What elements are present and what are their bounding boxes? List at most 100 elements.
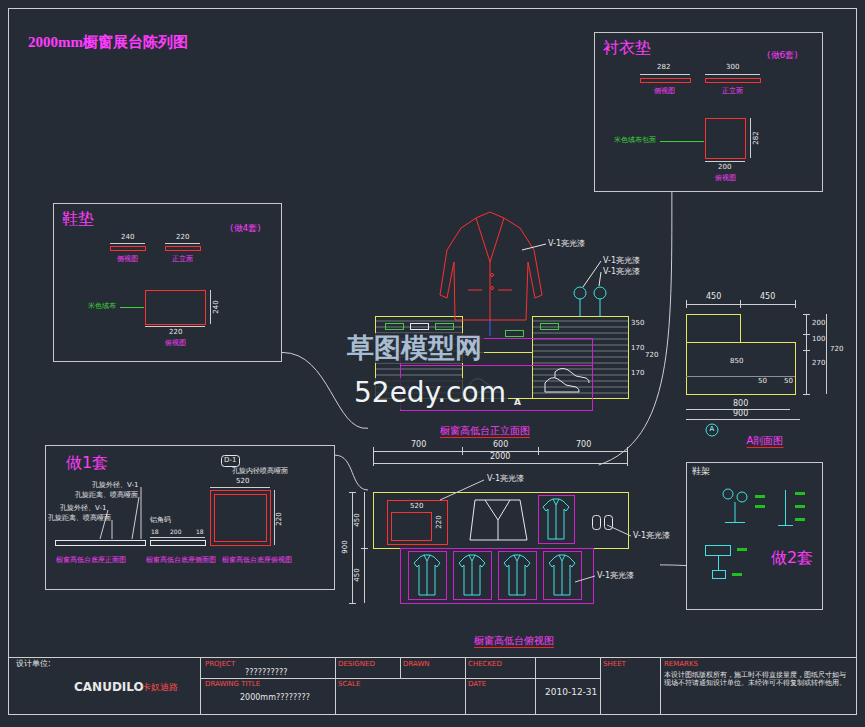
dimension-text: 200 bbox=[718, 164, 731, 172]
material-note: 米色绒布包面 bbox=[614, 137, 656, 145]
panel-heading: 鞋垫 bbox=[62, 210, 94, 228]
drawing-title: 2000mm橱窗展台陈列图 bbox=[28, 34, 188, 51]
dimension-text: 18 bbox=[196, 529, 204, 536]
dimension-text: 520 bbox=[236, 478, 249, 486]
watermark: 草图模型网 bbox=[345, 333, 484, 363]
dimension-text: 350 bbox=[631, 320, 644, 328]
titleblock-field: REMARKS bbox=[664, 661, 698, 669]
view-caption: 橱窗高低台底座俯视图 bbox=[222, 557, 292, 565]
dimension-text: 18 bbox=[151, 529, 159, 536]
brand-name: 卡奴迪路 bbox=[142, 683, 178, 693]
dimension-text: 450 bbox=[706, 293, 721, 302]
callout-text: V-1亮光漆 bbox=[603, 257, 640, 266]
dimension-text: 800 bbox=[733, 400, 748, 409]
callout-text: V-1亮光漆 bbox=[633, 532, 670, 541]
dimension-text: 200 bbox=[812, 320, 825, 328]
panel-heading: 衬衣垫 bbox=[603, 39, 651, 57]
callout-text: 孔旋外径、V-1 bbox=[92, 482, 138, 490]
material-note: 米色绒布 bbox=[88, 303, 116, 311]
titleblock-note: 本设计图纸版权所有，施工时不得直接量度，图纸尺寸如与现场不符请通知设计单位。未经… bbox=[664, 672, 849, 687]
titleblock-field: CHECKED bbox=[468, 661, 502, 669]
dimension-text: 220 bbox=[176, 234, 189, 242]
view-caption: 侧视图 bbox=[117, 256, 138, 264]
view-caption: 橱窗高低台底座正面图 bbox=[56, 557, 126, 565]
drawing-region: A剖面图 bbox=[680, 285, 850, 450]
dimension-text: 220 bbox=[276, 512, 284, 525]
titleblock-value: 2010-12-31 bbox=[545, 688, 597, 698]
watermark: 52edy.com bbox=[352, 378, 508, 409]
dimension-text: 900 bbox=[733, 410, 748, 419]
view-caption: A剖面图 bbox=[747, 435, 784, 448]
view-caption: 橱窗高低台底座侧面图 bbox=[146, 557, 216, 565]
dimension-text: 450 bbox=[354, 568, 362, 581]
dimension-text: 170 bbox=[631, 345, 644, 353]
callout-text: V-1亮光漆 bbox=[603, 268, 640, 277]
titleblock-field: DRAWN bbox=[403, 661, 430, 669]
panel-note: (做6套) bbox=[767, 51, 798, 61]
dimension-text: 282 bbox=[753, 131, 761, 144]
callout-text: V-1亮光漆 bbox=[548, 240, 585, 249]
dimension-text: 220 bbox=[436, 515, 444, 528]
detail-panel: 衬衣垫 (做6套) bbox=[594, 32, 823, 192]
titleblock-field: SCALE bbox=[338, 681, 360, 689]
view-caption: 俯视图 bbox=[165, 340, 186, 348]
dimension-text: 720 bbox=[645, 352, 658, 360]
callout-text: V-1亮光漆 bbox=[487, 475, 524, 484]
leader-connector bbox=[660, 564, 686, 566]
leader-connector bbox=[335, 455, 368, 490]
view-caption: 橱窗高低台正立面图 bbox=[440, 425, 530, 438]
titleblock-value: 2000mm???????? bbox=[240, 694, 310, 703]
detail-panel: 鞋架做2套 bbox=[686, 462, 823, 610]
titleblock-field: DESIGNED bbox=[338, 661, 375, 669]
view-caption: 正立面 bbox=[172, 256, 193, 264]
callout-text: 孔旋外径、V-1 bbox=[60, 505, 106, 513]
titleblock-field: DRAWING TITLE bbox=[205, 681, 260, 689]
panel-note: 做2套 bbox=[771, 549, 813, 567]
dimension-text: 720 bbox=[830, 346, 843, 354]
dimension-text: 220 bbox=[169, 329, 182, 337]
view-caption: 正立面 bbox=[722, 88, 743, 96]
titleblock-field: SHEET bbox=[603, 661, 626, 669]
view-caption: 俯视图 bbox=[715, 175, 736, 183]
dimension-text: 270 bbox=[812, 360, 825, 368]
callout-text: 铝角码 bbox=[150, 517, 171, 525]
dimension-text: 300 bbox=[726, 64, 739, 72]
view-caption: 侧视图 bbox=[654, 88, 675, 96]
dimension-text: 200 bbox=[170, 529, 181, 536]
dimension-text: 50 bbox=[758, 378, 767, 386]
dimension-text: 850 bbox=[730, 358, 743, 366]
dimension-text: 2000 bbox=[490, 453, 510, 462]
dimension-text: 100 bbox=[812, 336, 825, 344]
panel-heading: 做1套 bbox=[66, 454, 108, 472]
callout-text: 孔旋距离、喷高哑面 bbox=[75, 492, 138, 500]
panel-heading: 鞋架 bbox=[692, 467, 710, 477]
drawing-region: 橱窗高低台俯视图 bbox=[368, 465, 660, 650]
callout-text: V-1亮光漆 bbox=[597, 572, 634, 581]
dimension-text: 900 bbox=[342, 540, 350, 553]
dimension-text: 240 bbox=[121, 234, 134, 242]
dimension-text: 50 bbox=[784, 378, 793, 386]
dimension-text: 240 bbox=[213, 300, 221, 313]
dimension-text: 450 bbox=[760, 293, 775, 302]
section-mark: A bbox=[514, 398, 521, 408]
dimension-text: 282 bbox=[657, 64, 670, 72]
titleblock-field: 设计单位: bbox=[16, 660, 51, 669]
titleblock-field: DATE bbox=[468, 681, 486, 689]
panel-note: (做4套) bbox=[230, 224, 261, 234]
dimension-text: 600 bbox=[493, 441, 508, 450]
material-code: D-1 bbox=[224, 457, 236, 465]
leader-connector bbox=[599, 192, 672, 465]
callout-text: 孔旋内径喷高哑面 bbox=[232, 468, 288, 476]
section-mark: A bbox=[710, 426, 715, 434]
brand-logo: CANUDILO bbox=[74, 681, 144, 694]
dimension-text: 700 bbox=[411, 441, 426, 450]
dimension-text: 170 bbox=[631, 370, 644, 378]
view-caption: 橱窗高低台俯视图 bbox=[474, 635, 554, 648]
dimension-text: 520 bbox=[410, 503, 423, 511]
dimension-text: 700 bbox=[576, 441, 591, 450]
titleblock-value: ?????????? bbox=[245, 669, 287, 678]
titleblock-field: PROJECT bbox=[205, 661, 235, 669]
dimension-text: 450 bbox=[354, 513, 362, 526]
detail-panel: 鞋垫 (做4套) bbox=[53, 203, 282, 362]
